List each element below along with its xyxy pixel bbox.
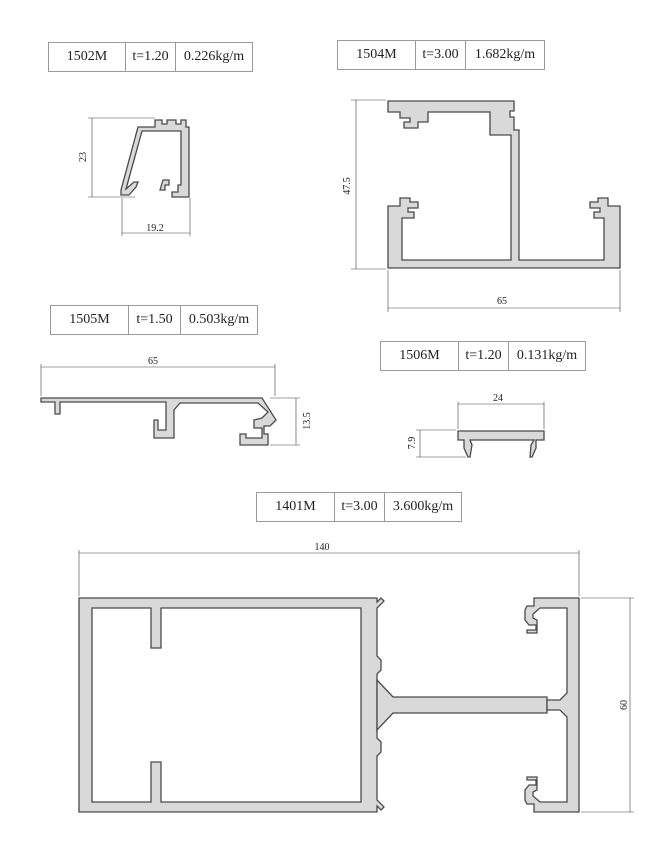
profile-1504m-dimensions: 47.5 65 (342, 99, 621, 312)
profile-code: 1506M (381, 342, 459, 370)
profile-weight: 1.682kg/m (474, 47, 536, 62)
dim-1505m-width: 65 (148, 356, 158, 367)
profile-1401m-dimensions: 140 60 (78, 542, 634, 813)
dim-1502m-height: 23 (78, 152, 89, 162)
profile-1505m-dimensions: 65 13.5 (40, 356, 313, 446)
dim-1502m-width: 19.2 (146, 223, 164, 234)
profile-thickness: t=1.20 (126, 43, 176, 71)
dim-1506m-height: 7.9 (407, 437, 418, 450)
profile-weight: 3.600kg/m (392, 499, 454, 514)
profile-1506m-section (457, 430, 545, 458)
profile-1506m-dimensions: 24 7.9 (407, 393, 545, 458)
dim-1506m-width: 24 (493, 393, 503, 404)
dim-1504m-width: 65 (497, 296, 507, 307)
profile-thickness: t=1.20 (459, 342, 509, 370)
profile-1505m-drawing (40, 397, 277, 446)
profile-thickness: t=3.00 (416, 41, 466, 69)
profile-thickness: t=3.00 (335, 493, 385, 521)
profile-code: 1505M (51, 306, 129, 334)
dim-1401m-height: 60 (619, 700, 630, 710)
spec-table-1401m: 1401M t=3.00 3.600kg/m (256, 492, 462, 522)
spec-table-1504m: 1504M t=3.00 1.682kg/m (337, 40, 545, 70)
profile-weight: 0.131kg/m (516, 348, 578, 363)
dim-1504m-height: 47.5 (342, 177, 353, 195)
spec-table-1506m: 1506M t=1.20 0.131kg/m (380, 341, 586, 371)
profile-weight: 0.226kg/m (183, 49, 245, 64)
profile-code: 1502M (49, 43, 126, 71)
profile-1504m-drawing (387, 100, 621, 269)
profile-1502m-foot (159, 179, 170, 191)
profile-weight: 0.503kg/m (188, 312, 250, 327)
profile-1401m-drawing (78, 597, 580, 813)
profile-1504m-section (387, 100, 621, 269)
profile-1502m-dimensions: 23 19.2 (78, 117, 191, 236)
spec-table-1502m: 1502M t=1.20 0.226kg/m (48, 42, 253, 72)
dim-1401m-width: 140 (315, 542, 330, 553)
profile-1505m-section (40, 397, 277, 446)
profile-thickness: t=1.50 (129, 306, 181, 334)
profile-code: 1401M (257, 493, 335, 521)
profile-1401m-left-frame (78, 597, 385, 813)
dim-1505m-height: 13.5 (302, 412, 313, 430)
spec-table-1505m: 1505M t=1.50 0.503kg/m (50, 305, 258, 335)
profile-1502m-section (120, 119, 190, 198)
profile-1401m-right-box (524, 597, 580, 813)
profile-1401m-web (376, 678, 548, 732)
profile-code: 1504M (338, 41, 416, 69)
profile-1506m-drawing (457, 430, 545, 458)
profile-1502m-drawing (120, 119, 190, 198)
